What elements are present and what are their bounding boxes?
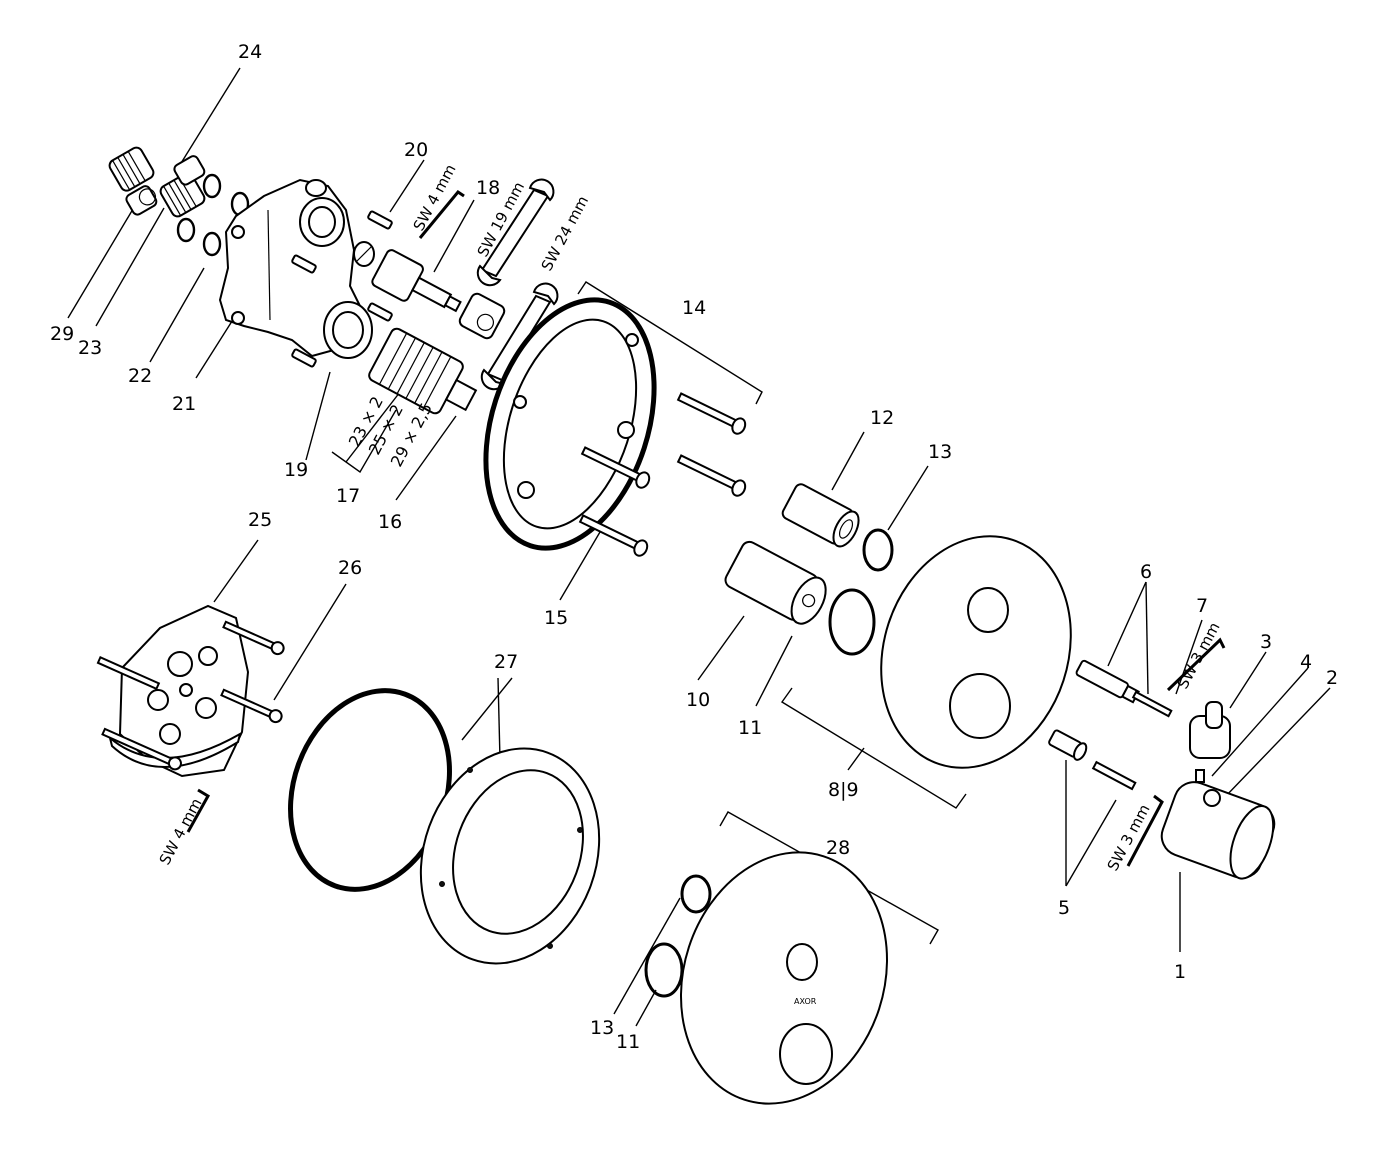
sw4-bottom-label: SW 4 mm bbox=[156, 795, 206, 868]
label-4: 4 bbox=[1300, 651, 1312, 673]
handle-parts bbox=[1048, 659, 1276, 880]
screws-body bbox=[291, 210, 393, 368]
label-29: 29 bbox=[50, 323, 74, 345]
label-10: 10 bbox=[686, 689, 710, 711]
label-20: 20 bbox=[404, 139, 428, 161]
seal-size-labels: 23 × 2 25 × 2 29 × 2,5 bbox=[345, 393, 436, 470]
label-15: 15 bbox=[544, 607, 568, 629]
faceplate bbox=[880, 535, 1072, 769]
label-25: 25 bbox=[248, 509, 272, 531]
label-11-upper: 11 bbox=[738, 717, 762, 739]
label-21: 21 bbox=[172, 393, 196, 415]
label-24: 24 bbox=[238, 41, 262, 63]
label-14: 14 bbox=[682, 297, 706, 319]
label-3: 3 bbox=[1260, 631, 1272, 653]
label-5: 5 bbox=[1058, 897, 1070, 919]
label-16: 16 bbox=[378, 511, 402, 533]
label-19: 19 bbox=[284, 459, 308, 481]
cover-plate bbox=[644, 851, 889, 1105]
label-2: 2 bbox=[1326, 667, 1338, 689]
label-26: 26 bbox=[338, 557, 362, 579]
leader-lines bbox=[67, 67, 1331, 1027]
inserts-group bbox=[108, 146, 250, 257]
label-17: 17 bbox=[336, 485, 360, 507]
seal-ring-collar bbox=[288, 688, 601, 965]
label-8-9: 8|9 bbox=[828, 779, 859, 801]
label-28: 28 bbox=[826, 837, 850, 859]
label-11-lower: 11 bbox=[616, 1031, 640, 1053]
label-13-upper: 13 bbox=[928, 441, 952, 463]
label-13-lower: 13 bbox=[590, 1017, 614, 1039]
part-number-labels: 1 2 3 4 5 6 7 8|9 10 11 11 12 13 13 14 1… bbox=[50, 41, 1338, 1053]
sw24-label: SW 24 mm bbox=[538, 193, 592, 274]
axor-logo: AXOR bbox=[794, 997, 817, 1006]
label-18: 18 bbox=[476, 177, 500, 199]
wrenches bbox=[186, 178, 1226, 867]
long-screws bbox=[578, 392, 747, 557]
label-12: 12 bbox=[870, 407, 894, 429]
label-6: 6 bbox=[1140, 561, 1152, 583]
cartridges bbox=[368, 249, 506, 415]
label-1: 1 bbox=[1174, 961, 1186, 983]
sleeves bbox=[724, 483, 894, 656]
valve-body bbox=[218, 178, 373, 359]
label-27: 27 bbox=[494, 651, 518, 673]
label-23: 23 bbox=[78, 337, 102, 359]
label-22: 22 bbox=[128, 365, 152, 387]
label-7: 7 bbox=[1196, 595, 1208, 617]
manifold bbox=[96, 604, 285, 778]
mounting-ring bbox=[483, 297, 657, 551]
